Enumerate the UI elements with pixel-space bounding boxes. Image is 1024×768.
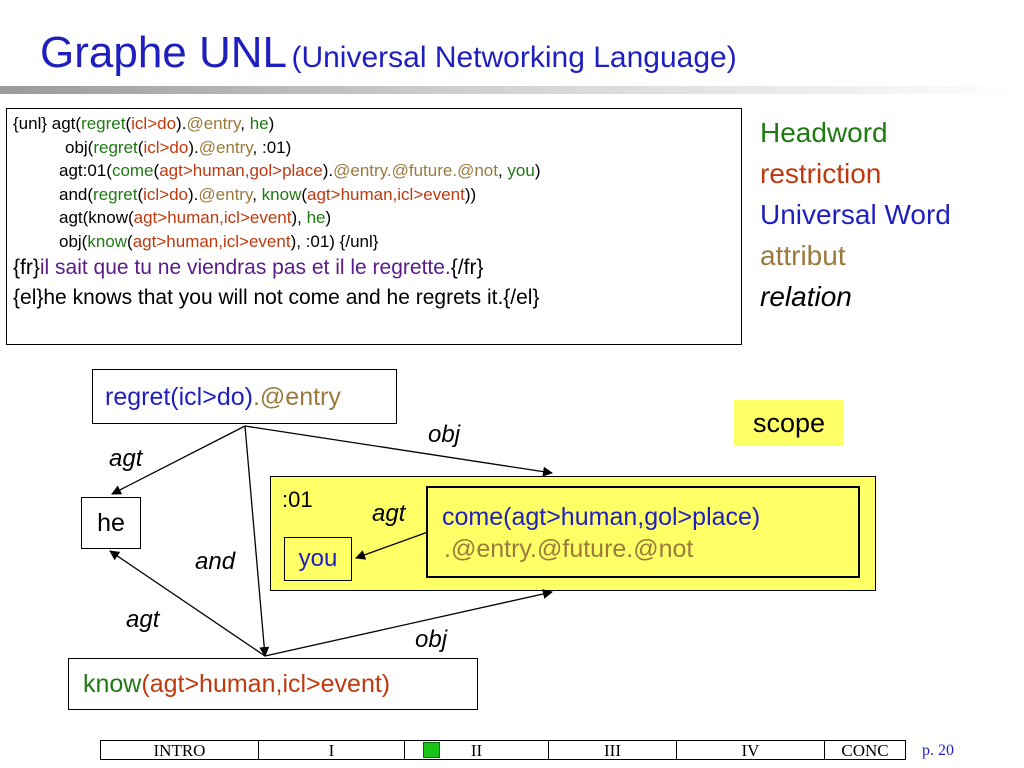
edge-obj-regret-scope xyxy=(244,425,553,477)
nav-item-ii[interactable]: II xyxy=(405,741,549,760)
section-nav-bar: INTRO I II III IV CONC xyxy=(100,740,906,760)
edge-label-and: and xyxy=(195,548,236,575)
node-you: you xyxy=(284,537,352,581)
node-regret-uw: regret(icl>do) xyxy=(105,383,253,411)
edge-label-obj-1: obj xyxy=(428,421,461,448)
nav-item-iv[interactable]: IV xyxy=(677,741,825,760)
legend-headword: Headword xyxy=(760,117,888,148)
page-number: p. 20 xyxy=(922,742,954,759)
current-section-marker xyxy=(423,742,440,758)
code-line-4: and(regret(icl>do).@entry, know(agt>huma… xyxy=(59,184,477,204)
code-line-fr: {fr}il sait que tu ne viendras pas et il… xyxy=(13,256,484,279)
title-main: Graphe UNL xyxy=(40,28,288,77)
scope-tag: scope xyxy=(734,400,844,446)
nav-item-conc[interactable]: CONC xyxy=(841,741,889,760)
node-he: he xyxy=(81,497,141,549)
edge-label-agt-2: agt xyxy=(372,500,406,527)
code-line-3: agt:01(come(agt>human,gol>place).@entry.… xyxy=(59,161,541,180)
edge-agt-come-you xyxy=(355,531,429,560)
edge-label-agt-3: agt xyxy=(126,606,160,633)
edge-and-regret-know xyxy=(244,425,270,657)
legend-attribut: attribut xyxy=(760,240,846,271)
code-line-6: obj(know(agt>human,icl>event), :01) {/un… xyxy=(59,231,379,251)
node-know: know(agt>human,icl>event) xyxy=(68,658,478,710)
nav-item-iii[interactable]: III xyxy=(549,741,677,760)
title-sub: (Universal Networking Language) xyxy=(291,41,737,74)
node-come: come(agt>human,gol>place) .@entry.@futur… xyxy=(426,486,860,578)
code-line-el: {el}he knows that you will not come and … xyxy=(13,286,540,309)
color-legend: Headword restriction Universal Word attr… xyxy=(760,112,951,317)
edge-agt-regret-he xyxy=(111,425,246,495)
code-line-5: agt(know(agt>human,icl>event), he) xyxy=(59,208,332,227)
node-know-hw: know xyxy=(83,670,142,698)
legend-universal-word: Universal Word xyxy=(760,199,951,230)
nav-item-intro[interactable]: INTRO xyxy=(101,741,259,760)
nav-item-i[interactable]: I xyxy=(259,741,405,760)
title-underline xyxy=(0,86,1024,94)
node-come-attr: .@entry.@future.@not xyxy=(444,535,694,563)
edge-obj-know-scope xyxy=(264,589,553,657)
scope-id-label: :01 xyxy=(282,487,313,512)
node-regret: regret(icl>do).@entry xyxy=(92,369,397,424)
edge-label-obj-2: obj xyxy=(415,626,448,653)
unl-code-box: {unl} agt(regret(icl>do).@entry, he) obj… xyxy=(6,108,742,345)
edge-label-agt-1: agt xyxy=(109,445,143,472)
edge-agt-know-he xyxy=(109,550,266,657)
code-line-2: obj(regret(icl>do).@entry, :01) xyxy=(65,137,292,157)
node-know-rs: (agt>human,icl>event) xyxy=(141,670,391,698)
legend-restriction: restriction xyxy=(760,158,882,189)
node-come-uw: come(agt>human,gol>place) xyxy=(442,503,761,531)
code-line-1: {unl} agt(regret(icl>do).@entry, he) xyxy=(13,114,275,133)
slide-title: Graphe UNL (Universal Networking Languag… xyxy=(40,28,737,78)
legend-relation: relation xyxy=(760,281,852,312)
node-regret-attr: .@entry xyxy=(252,383,341,411)
